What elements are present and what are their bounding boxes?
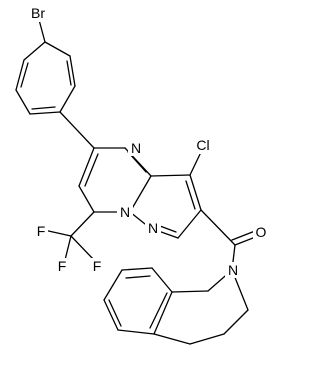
fluorine-atom-label-3: F [93, 258, 102, 274]
pyrazole-ring [129, 174, 202, 239]
atom-labels: Br N Cl N N O F F F N [25, 4, 269, 278]
pyrimidine-ring [78, 147, 152, 213]
fluorine-atom-label-1: F [37, 223, 46, 239]
cf3-group [43, 211, 95, 261]
pyrimidine-nitrogen-label: N [131, 140, 141, 156]
carbonyl-group [200, 209, 259, 271]
bridgehead-nitrogen-label: N [120, 204, 130, 220]
chlorine-atom-label: Cl [196, 137, 209, 153]
bromophenyl-ring [15, 41, 76, 115]
tetrahydroquinoline-ring [103, 267, 249, 345]
pyrazole-nitrogen-label: N [148, 220, 158, 236]
carbonyl-oxygen-label: O [256, 224, 267, 240]
amide-nitrogen-label: N [228, 262, 238, 278]
aryl-link-bond [59, 111, 95, 149]
molecule-structure-diagram: Br N Cl N N O F F F N [15, 4, 269, 345]
bromine-atom-label: Br [31, 5, 45, 21]
cl-bond [189, 149, 203, 176]
fluorine-atom-label-2: F [58, 258, 67, 274]
